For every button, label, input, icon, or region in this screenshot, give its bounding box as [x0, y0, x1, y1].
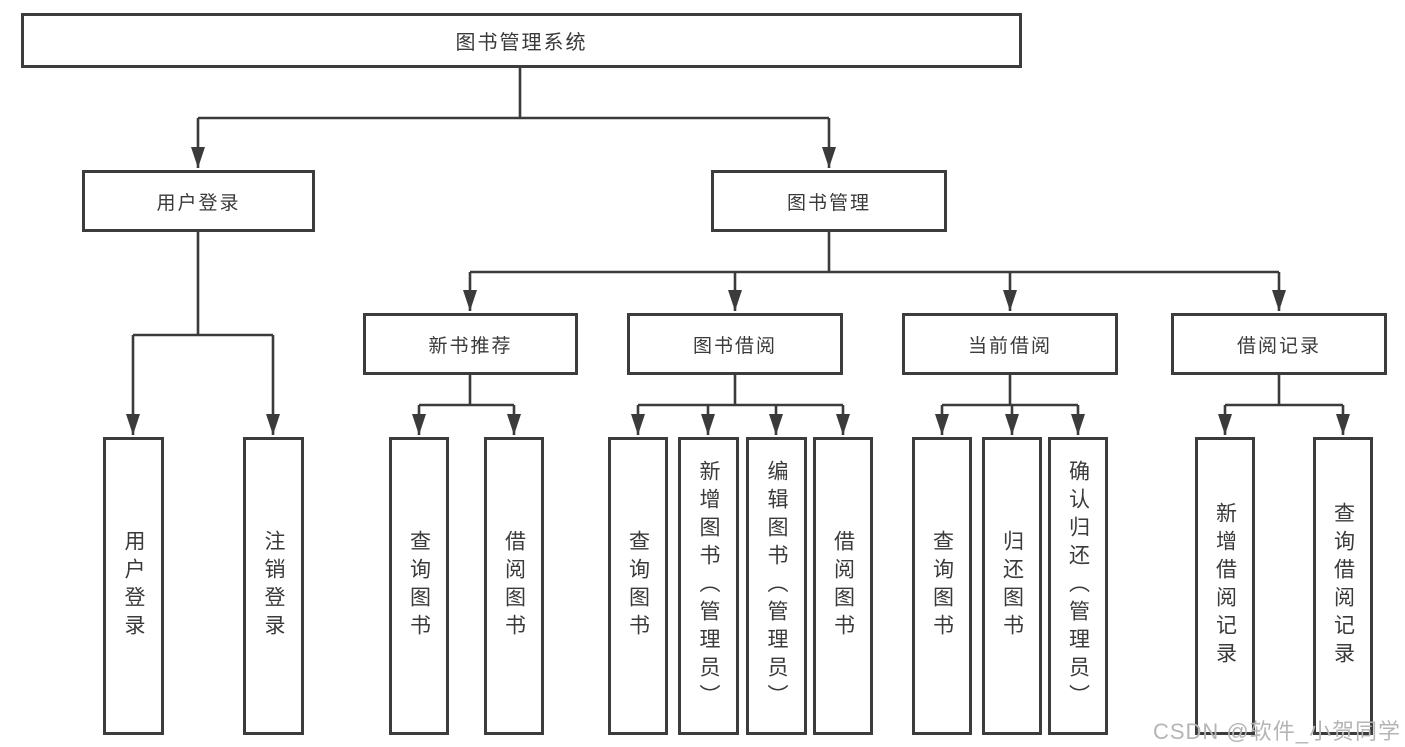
node-label: 图书管理	[786, 192, 871, 214]
leaf-user-login: 用户登录	[103, 437, 164, 735]
leaf-label: 查询图书	[407, 530, 431, 642]
leaf-return-books: 归还图书	[982, 437, 1042, 735]
node-label: 当前借阅	[967, 335, 1052, 357]
leaf-label: 新增借阅记录	[1213, 502, 1237, 670]
node-library-system: 图书管理系统	[21, 13, 1022, 68]
leaf-label: 注销登录	[262, 530, 285, 642]
node-borrow-records: 借阅记录	[1171, 313, 1387, 375]
leaf-query-books-recommend: 查询图书	[389, 437, 449, 735]
node-label: 借阅记录	[1236, 335, 1321, 357]
node-label: 图书借阅	[692, 335, 777, 357]
leaf-label: 查询借阅记录	[1331, 502, 1355, 670]
leaf-query-borrow-record: 查询借阅记录	[1313, 437, 1373, 735]
leaf-add-borrow-record: 新增借阅记录	[1195, 437, 1255, 735]
leaf-borrow-books-recommend: 借阅图书	[484, 437, 544, 735]
node-book-management: 图书管理	[711, 170, 947, 232]
leaf-add-books-admin: 新增图书（管理员）	[678, 437, 739, 735]
leaf-label: 编辑图书（管理员）	[765, 460, 788, 712]
leaf-label: 查询图书	[626, 530, 650, 642]
leaf-label: 新增图书（管理员）	[697, 460, 720, 712]
leaf-label: 查询图书	[930, 530, 954, 642]
leaf-label: 归还图书	[1000, 530, 1024, 642]
node-label: 图书管理系统	[455, 32, 588, 54]
leaf-confirm-return-admin: 确认归还（管理员）	[1048, 437, 1108, 735]
node-label: 新书推荐	[428, 335, 513, 357]
node-user-login: 用户登录	[82, 170, 315, 232]
leaf-label: 确认归还（管理员）	[1066, 460, 1090, 712]
leaf-label: 借阅图书	[502, 530, 526, 642]
leaf-label: 借阅图书	[831, 530, 855, 642]
node-label: 用户登录	[156, 192, 241, 214]
node-current-borrow: 当前借阅	[902, 313, 1118, 375]
leaf-edit-books-admin: 编辑图书（管理员）	[746, 437, 807, 735]
leaf-query-books-current: 查询图书	[912, 437, 972, 735]
leaf-logout: 注销登录	[243, 437, 304, 735]
leaf-label: 用户登录	[122, 530, 145, 642]
leaf-borrow-books: 借阅图书	[813, 437, 873, 735]
csdn-watermark: CSDN @软件_小贺同学	[1152, 719, 1401, 744]
node-book-borrow: 图书借阅	[627, 313, 843, 375]
node-new-book-recommend: 新书推荐	[363, 313, 578, 375]
leaf-query-books-borrow: 查询图书	[608, 437, 668, 735]
